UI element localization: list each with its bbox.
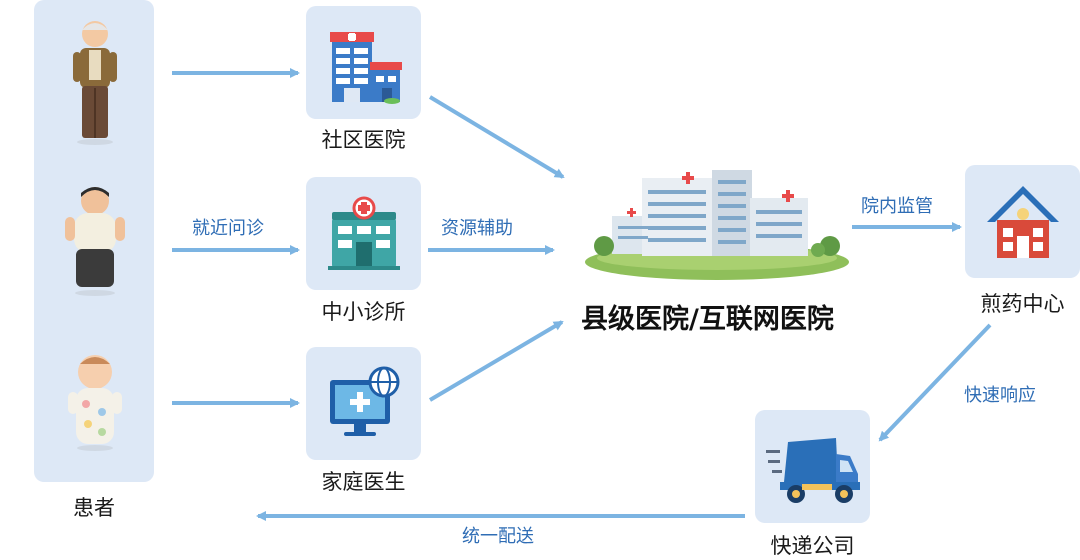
courier-label: 快递公司 <box>770 534 855 558</box>
house-icon <box>987 186 1059 258</box>
community-hospital-icon <box>330 32 402 104</box>
adult-man-figure <box>65 187 125 296</box>
clinic-label: 中小诊所 <box>321 300 406 324</box>
arrow-family-doctor-to-hospital <box>428 320 564 402</box>
delivery-truck-icon <box>766 438 860 503</box>
patients-label: 患者 <box>73 496 115 520</box>
clinic-icon <box>328 196 400 270</box>
edge-label-unified-delivery: 统一配送 <box>462 526 534 547</box>
edge-label-nearby-visit: 就近问诊 <box>192 218 264 239</box>
elderly-man-figure <box>73 21 117 145</box>
community-hospital-label: 社区医院 <box>321 128 406 152</box>
baby-figure <box>68 355 122 451</box>
county-hospital-illustration <box>585 170 849 280</box>
family-doctor-monitor-icon <box>330 366 400 436</box>
arrow-community-to-hospital <box>428 95 565 179</box>
edge-label-internal-supervision: 院内监管 <box>861 196 933 217</box>
decoction-center-label: 煎药中心 <box>980 292 1065 316</box>
arrow-decoction-to-courier <box>878 323 992 442</box>
county-hospital-label: 县级医院/互联网医院 <box>581 304 834 335</box>
edge-label-fast-response: 快速响应 <box>964 385 1036 406</box>
edge-label-resource-assist: 资源辅助 <box>441 218 513 239</box>
family-doctor-label: 家庭医生 <box>321 470 406 494</box>
